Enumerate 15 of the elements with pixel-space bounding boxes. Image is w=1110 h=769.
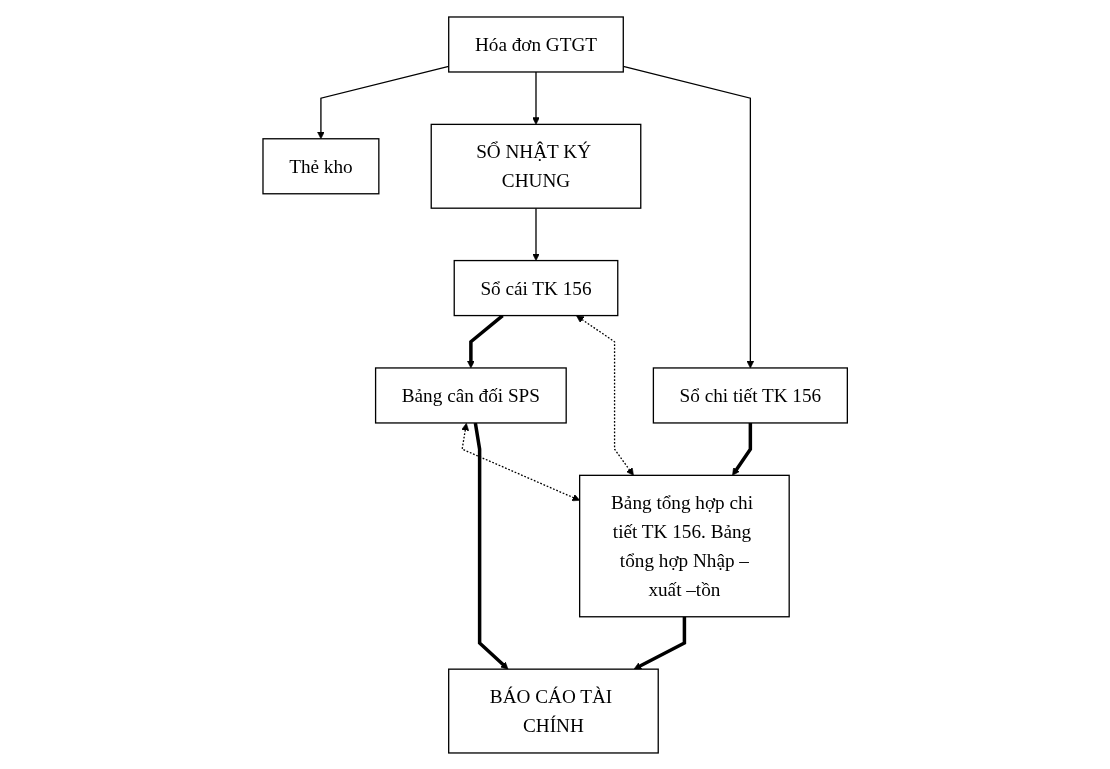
node-box: Thẻ kho xyxy=(262,137,380,194)
arrow xyxy=(633,616,686,669)
node-box: Bảng cân đối SPS xyxy=(374,366,567,424)
arrow xyxy=(461,422,580,501)
node-box: SỔ NHẬT KÝ CHUNG xyxy=(430,123,642,209)
arrow xyxy=(473,422,509,669)
arrow xyxy=(532,70,540,125)
node-box: BÁO CÁO TÀI CHÍNH xyxy=(447,668,659,754)
arrow xyxy=(732,422,752,476)
arrow xyxy=(532,207,540,261)
node-box: Sổ cái TK 156 xyxy=(453,259,619,316)
arrow xyxy=(576,314,634,476)
node-box: Bảng tổng hợp chi tiết TK 156. Bảng tổng hợp Nhập –xuất –tồn xyxy=(578,474,790,617)
node-box: Sổ chi tiết TK 156 xyxy=(652,366,848,424)
node-box: Hóa đơn GTGT xyxy=(447,15,624,73)
